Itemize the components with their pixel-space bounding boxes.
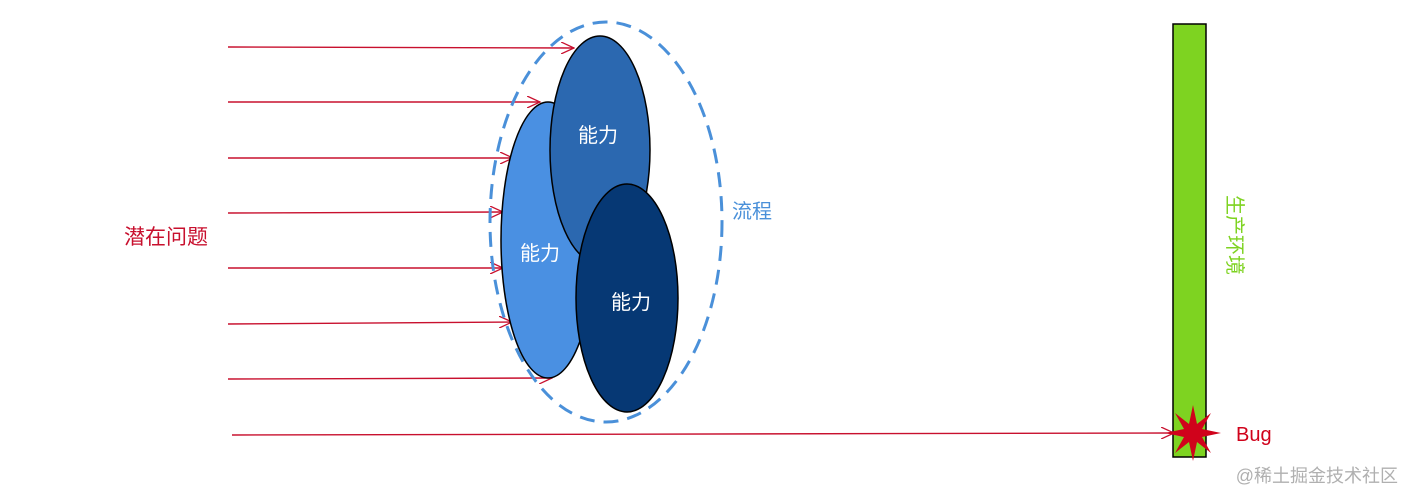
issue-arrow-4 [227, 212, 503, 213]
capability-label-light: 能力 [520, 242, 560, 265]
capability-label-mid: 能力 [578, 124, 618, 147]
bug-starburst-icon [1165, 405, 1221, 461]
issue-arrow-8 [231, 433, 1174, 435]
issue-arrow-6 [227, 322, 512, 324]
bug-label: Bug [1236, 424, 1272, 446]
capability-group: 能力 能力 能力 [500, 35, 679, 413]
latent-issues-label: 潜在问题 [124, 226, 208, 249]
issue-arrow-7 [227, 378, 552, 379]
latent-issue-arrows [227, 47, 1174, 435]
watermark: @稀土掘金技术社区 [1236, 466, 1398, 486]
process-boundary [488, 20, 724, 424]
process-label: 流程 [732, 200, 772, 223]
capability-label-dark: 能力 [611, 291, 651, 314]
production-environment-label: 生产环境 [1223, 195, 1246, 275]
capability-ellipse-dark [575, 183, 679, 413]
issue-arrow-1 [227, 47, 574, 48]
production-environment-bar [1172, 23, 1207, 458]
